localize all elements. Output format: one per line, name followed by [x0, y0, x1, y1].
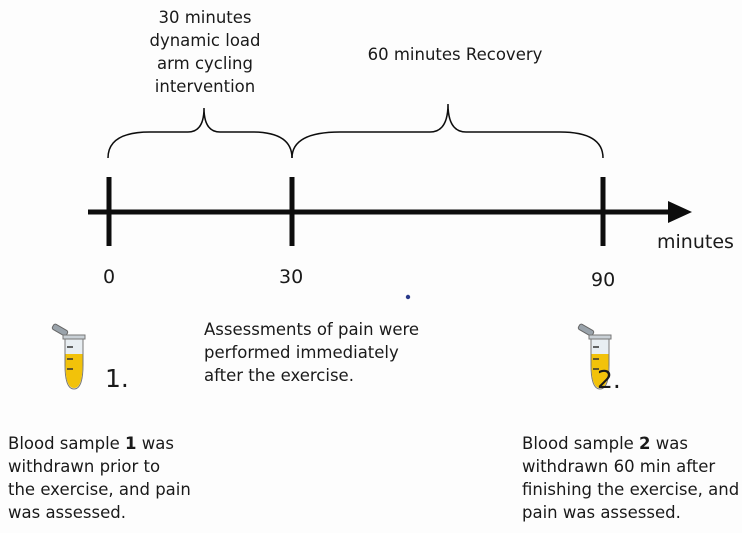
sample-2-number: 2.	[597, 365, 621, 394]
tick-label-0: 0	[103, 266, 116, 288]
blood-tube-2-icon	[577, 323, 612, 390]
recovery-brace	[291, 103, 604, 159]
pain-assessment-note: Assessments of pain were performed immed…	[204, 320, 420, 385]
tick-label-30: 30	[279, 266, 304, 288]
sample-1-description: Blood sample 1 was withdrawn prior to th…	[8, 434, 191, 522]
sample-2-description: Blood sample 2 was withdrawn 60 min afte…	[522, 434, 740, 522]
intervention-brace	[107, 107, 293, 159]
axis-arrowhead	[668, 201, 692, 223]
marker-dot	[405, 294, 411, 300]
intervention-phase-label: 30 minutes dynamic load arm cycling inte…	[149, 8, 261, 96]
tick-label-90: 90	[591, 269, 616, 291]
blood-tube-1-icon	[51, 323, 86, 390]
recovery-phase-label: 60 minutes Recovery	[367, 45, 543, 64]
axis-unit-label: minutes	[657, 231, 734, 253]
sample-1-number: 1.	[105, 364, 129, 393]
